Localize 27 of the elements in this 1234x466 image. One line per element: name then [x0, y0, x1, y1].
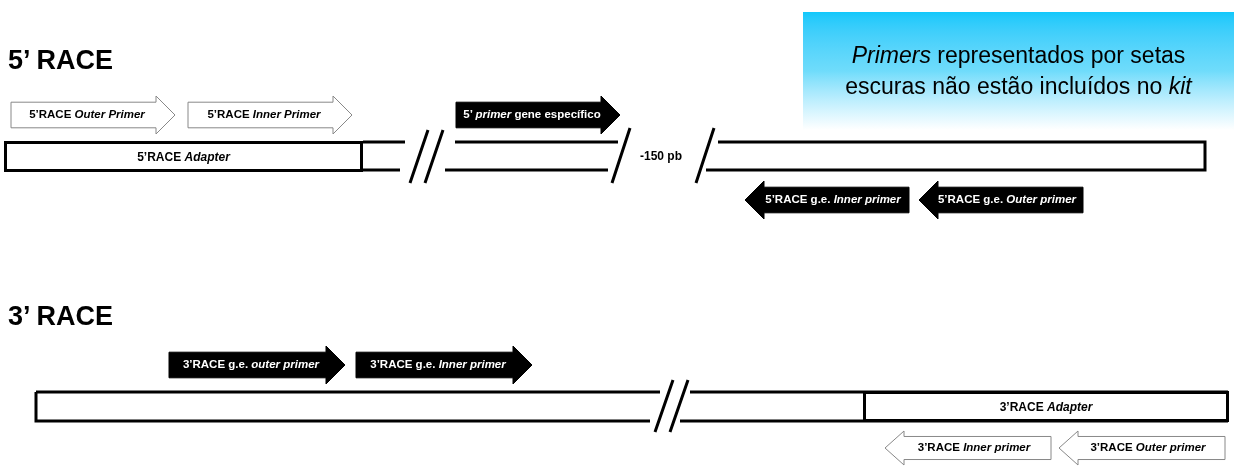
primer-label: 5’RACE Inner Primer [207, 107, 321, 123]
primer-label: 5’RACE g.e. Outer primer [937, 192, 1077, 208]
primer-symbol [1058, 430, 1226, 466]
note-panel [803, 12, 1234, 130]
primer-symbol [918, 180, 1084, 220]
note-text: Primers representados por setas escuras não estão incluídos no kit [844, 41, 1194, 101]
adapter-box [863, 391, 1229, 422]
primer-symbol [187, 95, 353, 135]
primer-label: 3’RACE Outer primer [1090, 440, 1206, 456]
adapter-box [4, 141, 363, 172]
primer-label: 5’ primer gene específico [463, 107, 601, 123]
primer-symbol [884, 430, 1052, 466]
primer-symbol [355, 345, 533, 385]
primer-symbol [744, 180, 910, 220]
section-heading: 3’ RACE [8, 300, 114, 333]
primer-label: 3’RACE g.e. outer primer [182, 357, 320, 373]
adapter-label: 3’RACE Adapter [999, 398, 1093, 416]
primer-label: 3’RACE Inner primer [917, 440, 1031, 456]
primer-symbol [168, 345, 346, 385]
primer-symbol [10, 95, 176, 135]
primer-label: 5’RACE g.e. Inner primer [765, 192, 901, 208]
primer-label: 5’RACE Outer Primer [29, 107, 145, 123]
section-heading: 5’ RACE [8, 44, 114, 77]
adapter-label: 5’RACE Adapter [137, 148, 230, 166]
primer-symbol [455, 95, 621, 135]
length-label: -150 pb [640, 148, 682, 165]
primer-label: 3’RACE g.e. Inner primer [370, 357, 506, 373]
